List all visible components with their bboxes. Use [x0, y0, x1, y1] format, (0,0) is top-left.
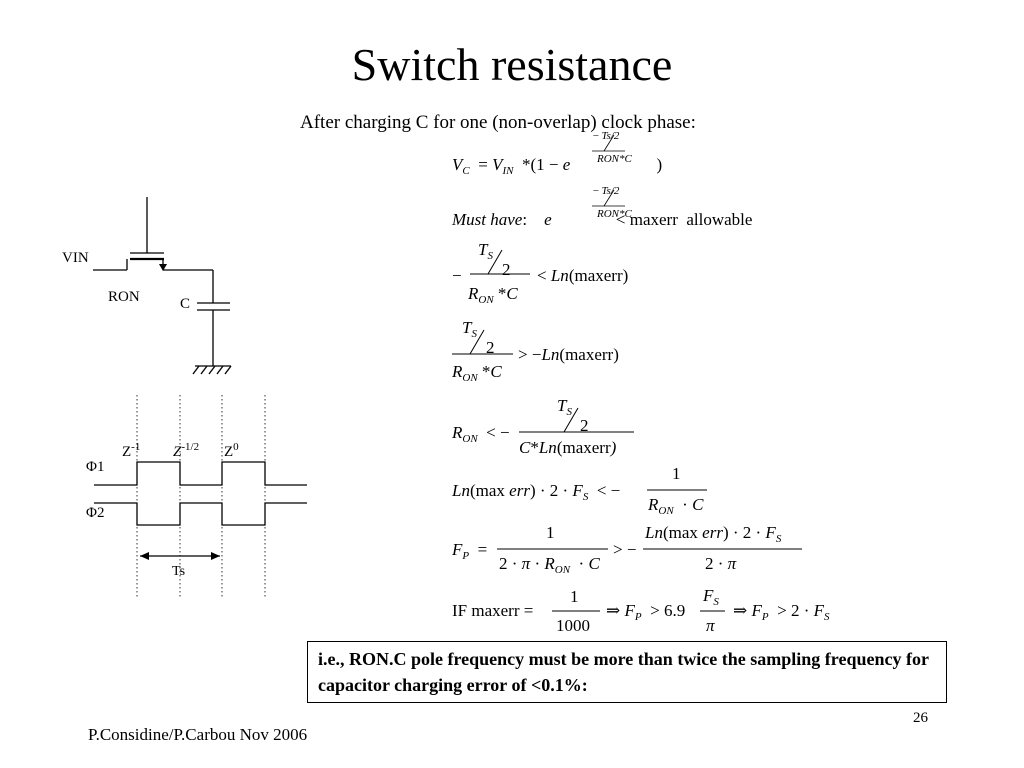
- slash: [469, 329, 485, 355]
- equation-8-mid: ⇒ FP > 6.9: [606, 601, 686, 623]
- z-label: Z0: [224, 441, 239, 460]
- equation-3-ts: TS: [478, 240, 493, 262]
- equation-must-have: Must have: e < maxerr allowable: [452, 210, 753, 229]
- equation-5-two: 2: [580, 416, 589, 435]
- equation-7-num: 1: [546, 523, 555, 542]
- page-number: 26: [913, 710, 928, 726]
- equation-4-rhs: > −Ln(maxerr): [518, 345, 619, 364]
- slash: [563, 407, 579, 433]
- equation-4-two: 2: [486, 338, 495, 357]
- ts-label: Ts: [172, 564, 186, 579]
- equation-3-den: RON *C: [468, 284, 518, 306]
- equation-8-fs: FS: [703, 586, 719, 608]
- phi1-waveform: [94, 461, 307, 486]
- equation-8-lhs: IF maxerr =: [452, 601, 534, 620]
- equation-8-pi: π: [706, 616, 715, 635]
- ts-arrowhead-right: [211, 552, 220, 560]
- footer-author: P.Considine/P.Carbou Nov 2006: [88, 725, 308, 744]
- ron-label: RON: [108, 289, 140, 305]
- equation-7-gt: > −: [613, 540, 637, 559]
- equation-7-rden: 2 · π: [705, 554, 737, 573]
- ground-hatch: [200, 365, 208, 375]
- exponent-ts2: −Ts/2: [592, 130, 620, 142]
- page-title: Switch resistance: [351, 39, 673, 90]
- slash: [487, 249, 503, 275]
- z-label: Z-1/2: [173, 441, 200, 460]
- phi1-label: Φ1: [86, 459, 105, 475]
- equation-8-num: 1: [570, 587, 579, 606]
- equation-8-den: 1000: [556, 616, 590, 635]
- exponent-ronc: RON*C: [597, 208, 632, 220]
- phi2-label: Φ2: [86, 505, 105, 521]
- ground-hatch: [208, 365, 216, 375]
- intro-text: After charging C for one (non-overlap) c…: [300, 112, 696, 133]
- equation-6-num: 1: [672, 464, 681, 483]
- ground-hatch: [216, 365, 224, 375]
- equation-7-rnum: Ln(max err) · 2 · FS: [645, 523, 782, 545]
- exponent-ts2: −Ts/2: [592, 185, 620, 197]
- equation-6-lhs: Ln(max err) · 2 · FS < −: [452, 481, 621, 503]
- phi2-waveform: [94, 502, 307, 526]
- equation-4-den: RON *C: [452, 362, 502, 384]
- ts-arrowhead-left: [140, 552, 149, 560]
- vin-label: VIN: [62, 250, 89, 266]
- ground-hatch: [224, 365, 232, 375]
- drain-arrow: [159, 264, 167, 271]
- conclusion-note: i.e., RON.C pole frequency must be more …: [307, 641, 947, 703]
- z-label: Z-1: [122, 441, 141, 460]
- equation-4-ts: TS: [462, 318, 477, 340]
- slash: [603, 189, 615, 207]
- ground-hatch: [192, 365, 200, 375]
- equation-7-lhs: FP =: [452, 540, 488, 562]
- equation-3-two: 2: [502, 260, 511, 279]
- equation-5-ts: TS: [557, 396, 572, 418]
- equation-vc: VC = VIN *(1 − e ): [452, 155, 663, 177]
- c-label: C: [180, 296, 191, 312]
- equation-5-den: C*Ln(maxerr): [519, 438, 617, 457]
- exponent-ronc: RON*C: [597, 153, 632, 165]
- equation-5-lhs: RON < −: [452, 423, 510, 445]
- equation-3-rhs: < Ln(maxerr): [537, 266, 629, 285]
- slash: [603, 134, 615, 152]
- equation-8-rhs: ⇒ FP > 2 · FS: [733, 601, 830, 623]
- equation-6-den: RON · C: [648, 495, 704, 517]
- equation-7-den: 2 · π · RON · C: [499, 554, 600, 576]
- equation-3-minus: −: [452, 266, 462, 285]
